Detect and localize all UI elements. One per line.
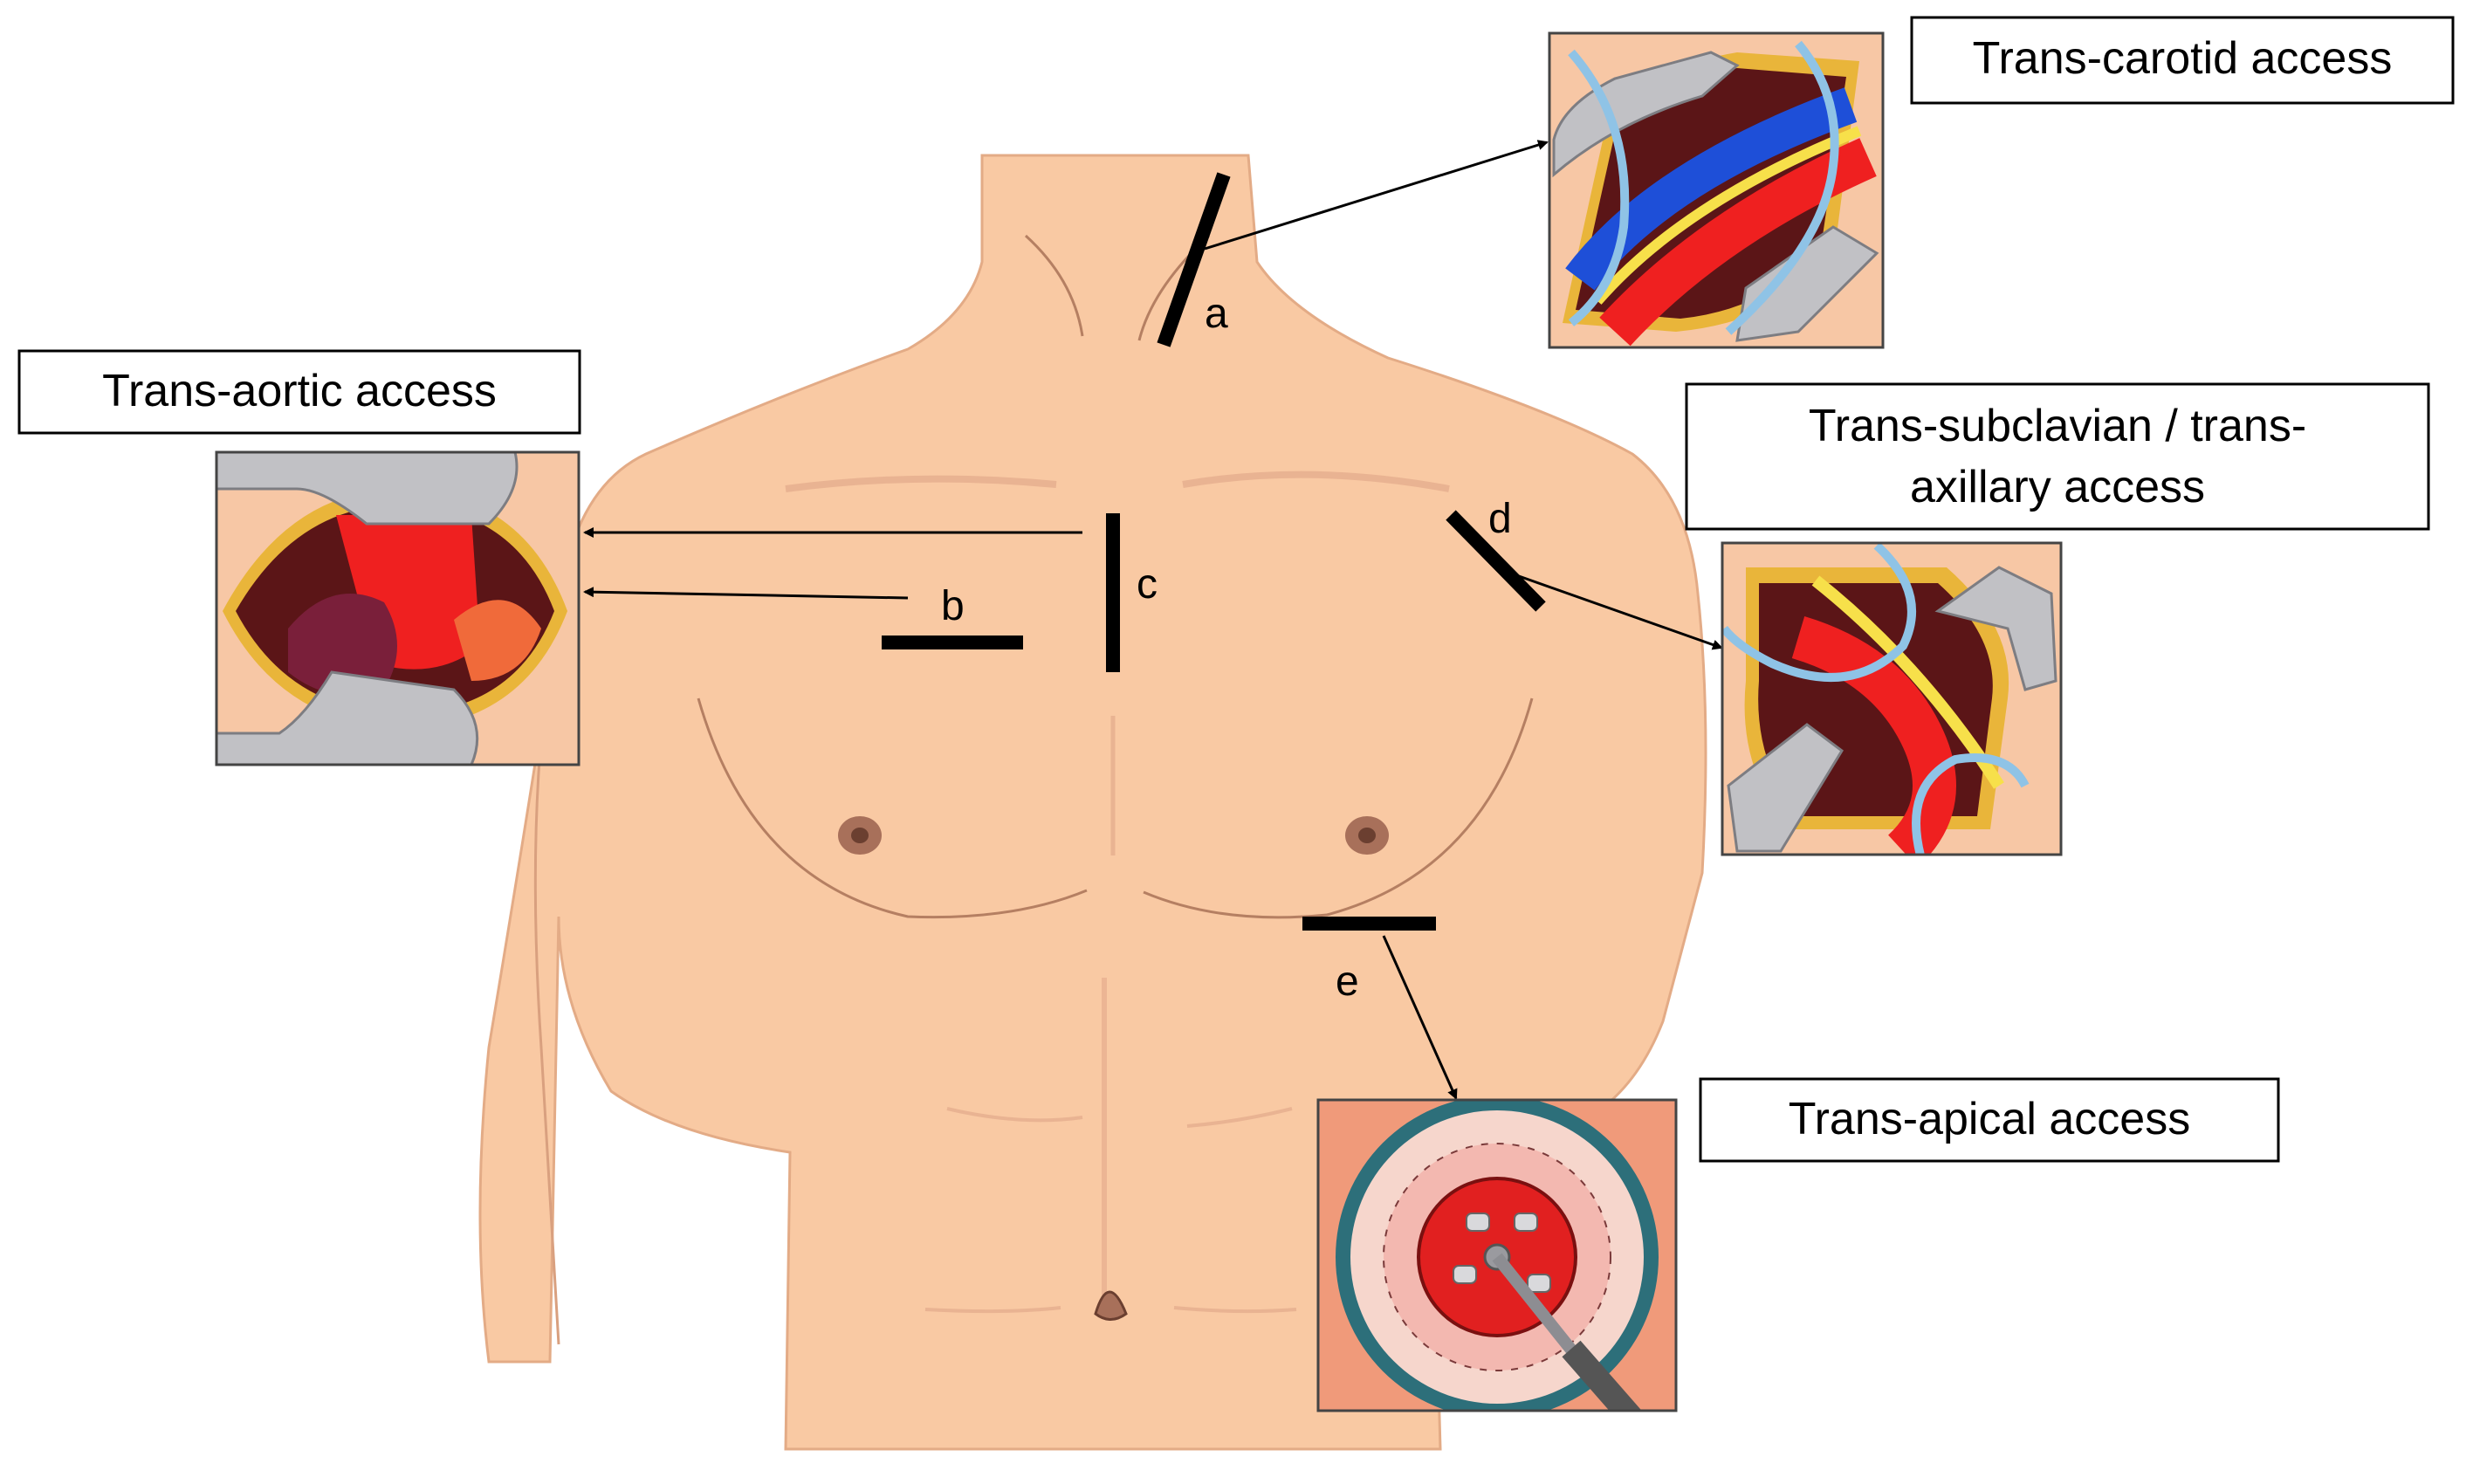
inset-aortic [215,450,580,766]
callout-subclavian-line1: Trans-subclavian / trans- [1809,401,2306,451]
arrow-subclavian [1518,574,1723,650]
incision-label-c: c [1137,561,1158,608]
callout-aortic: Trans-aortic access [17,349,581,435]
incision-labels: a b c d e [941,291,1512,1005]
navel [1094,1290,1128,1321]
callout-carotid-text: Trans-carotid access [1973,33,2393,84]
arrow-apical [1382,935,1458,1100]
callout-subclavian-line2: axillary access [1910,462,2205,512]
arrow-aortic-b [583,587,909,600]
incision-label-b: b [941,583,965,629]
callout-carotid: Trans-carotid access [1910,16,2455,105]
incision-label-d: d [1488,496,1512,542]
arrow-carotid [1204,140,1549,251]
inset-subclavian [1721,541,2063,856]
incision-d [1446,510,1546,612]
incision-label-a: a [1205,291,1228,337]
callout-subclavian: Trans-subclavian / trans- axillary acces… [1685,382,2430,531]
inset-carotid [1548,31,1885,349]
callout-aortic-text: Trans-aortic access [102,366,497,416]
connector-arrows [583,140,1723,1100]
incision-label-e: e [1336,958,1359,1005]
incision-a [1157,172,1231,347]
right-nipple [838,816,882,855]
inset-apical [1316,1098,1678,1412]
callout-apical: Trans-apical access [1699,1077,2280,1163]
incision-markers [882,172,1546,931]
callout-apical-text: Trans-apical access [1789,1094,2190,1144]
left-nipple [1345,816,1389,855]
